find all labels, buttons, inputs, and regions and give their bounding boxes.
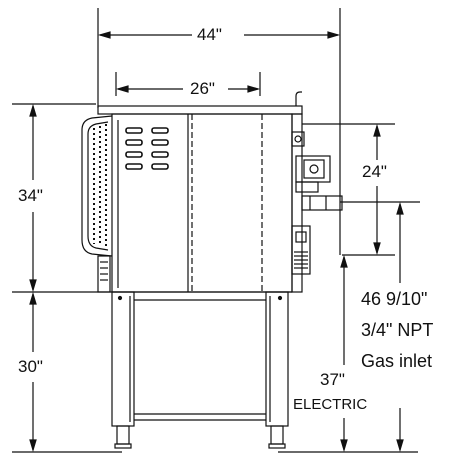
electric-label: ELECTRIC bbox=[293, 396, 368, 413]
rear-utility-panel bbox=[291, 91, 343, 293]
oven-door bbox=[81, 115, 113, 257]
overall-width-dimension-lines bbox=[97, 8, 341, 255]
oven-height-label: 34" bbox=[18, 186, 43, 205]
overall-width-label: 44" bbox=[197, 25, 222, 44]
oven-body bbox=[97, 105, 303, 293]
stand-height-dimension-lines bbox=[12, 291, 122, 453]
gas-inlet-offset-dimension-lines bbox=[302, 123, 395, 256]
oven-height-dimension-lines bbox=[12, 103, 112, 293]
side-vent-slots bbox=[125, 127, 169, 170]
gas-inlet-height-label: 46 9/10" bbox=[361, 289, 428, 309]
cavity-width-dimension-lines bbox=[115, 72, 261, 96]
cavity-width-label: 26" bbox=[190, 79, 215, 98]
gas-inlet-label: Gas inlet bbox=[361, 351, 433, 371]
electric-height-dimension-lines bbox=[340, 254, 348, 453]
gas-inlet-height-dimension-lines bbox=[278, 201, 420, 453]
door-latch-bracket bbox=[97, 255, 111, 293]
electric-height-label: 37" bbox=[320, 370, 345, 389]
gas-inlet-size-label: 3/4" NPT bbox=[361, 320, 434, 340]
stand-height-label: 30" bbox=[18, 357, 43, 376]
oven-stand bbox=[111, 291, 292, 449]
gas-inlet-offset-label: 24" bbox=[362, 162, 387, 181]
